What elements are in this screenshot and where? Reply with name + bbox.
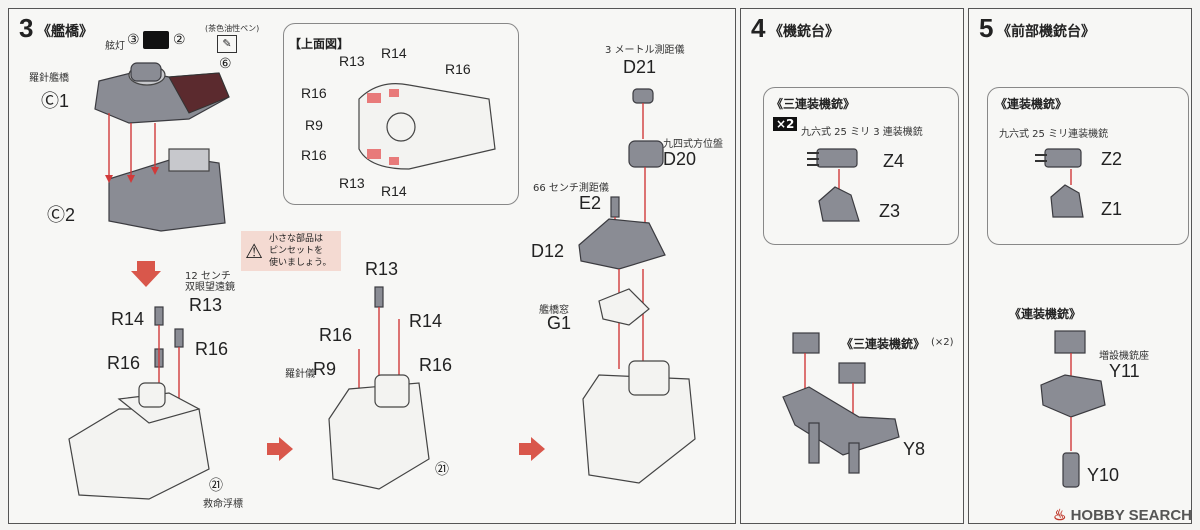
step3-number: 3: [19, 13, 34, 43]
bridge-top-part-illustration: [94, 62, 230, 232]
label-c3: ③: [127, 31, 140, 47]
label-rangefinder3: 3 メートル測距儀: [605, 45, 685, 56]
caution-text: 小さな部品は ピンセットを 使いましょう。: [269, 234, 332, 268]
top-r16a: R16: [445, 61, 471, 77]
step5-box-title: 《連装機銃》: [995, 97, 1068, 111]
mid-r13: R13: [189, 295, 223, 315]
label-z3: Z3: [879, 201, 901, 221]
step4-number: 4: [751, 13, 766, 43]
label-c6: ⑥: [219, 55, 232, 71]
gun-platform-illustration: [782, 332, 900, 474]
right-arrow-icon-2: [519, 437, 545, 461]
label-z4: Z4: [883, 151, 905, 171]
label-c1: Ⓒ1: [41, 91, 70, 111]
twin-gun-illustration: [1035, 148, 1084, 218]
mid-r16b: R16: [107, 353, 141, 373]
top-r13a: R13: [339, 53, 365, 69]
label-z1: Z1: [1101, 199, 1123, 219]
label-y10: Y10: [1087, 465, 1120, 485]
step3-title: 《艦橋》: [37, 24, 93, 40]
top-r9: R9: [305, 117, 323, 133]
pen-icon: ✎: [217, 35, 237, 53]
color-swatch-icon: [143, 31, 169, 49]
step5-bottom-label: 《連装機銃》: [1009, 307, 1082, 321]
label-e2: E2: [579, 193, 602, 213]
mid-r14: R14: [111, 309, 145, 329]
label-d12: D12: [531, 241, 565, 261]
top-r14a: R14: [381, 45, 407, 61]
step3-panel: 3 《艦橋》 舷灯 ③ ② (茶色油性ペン) ✎ ⑥ 羅針艦橋 Ⓒ1 Ⓒ2 【上…: [8, 8, 736, 524]
step4-panel: 4 《機銃台》 《三連装機銃》 ×2 九六式 25 ミリ 3 連装機銃 Z4 Z…: [740, 8, 964, 524]
step5-gun-box: [987, 87, 1189, 245]
label-rashingi: 羅針儀: [285, 369, 315, 380]
mr-c21: ㉑: [435, 461, 449, 477]
right-arrow-icon-1: [267, 437, 293, 461]
down-arrow-icon: [131, 261, 161, 287]
step4-box-title: 《三連装機銃》: [771, 97, 856, 111]
triple-gun-illustration: [807, 148, 860, 222]
label-y8: Y8: [903, 439, 926, 459]
bridge-base-middle-illustration: [328, 286, 430, 490]
caution-note: ⚠ 小さな部品は ピンセットを 使いましょう。: [241, 231, 341, 271]
label-rashin: 羅針艦橋: [29, 73, 69, 84]
front-gun-mount-illustration: [1040, 330, 1106, 488]
mid-c21: ㉑: [209, 477, 223, 493]
x2-badge: ×2: [773, 117, 798, 131]
mr-r9: R9: [313, 359, 337, 379]
watermark-logo: ♨ HOBBY SEARCH: [1053, 506, 1192, 524]
bridge-base-left-illustration: [68, 306, 210, 500]
step5-number: 5: [979, 13, 994, 43]
bridge-base-right-illustration: [578, 88, 696, 484]
step5-mount-desc: 増設機銃座: [1099, 351, 1149, 362]
label-kyumei: 救命浮標: [203, 499, 243, 510]
mr-r13: R13: [365, 259, 399, 279]
label-pen: (茶色油性ペン): [205, 24, 260, 33]
top-r16c: R16: [301, 147, 327, 163]
step4-bottom-mult: (×2): [931, 337, 954, 348]
step4-bottom-label: 《三連装機銃》: [841, 337, 926, 351]
top-view-title: 【上面図】: [289, 37, 350, 51]
top-view-illustration: [358, 83, 496, 170]
label-g1: G1: [547, 313, 572, 333]
step4-gun-desc: 九六式 25 ミリ 3 連装機銃: [801, 127, 923, 138]
watermark-text: HOBBY SEARCH: [1070, 507, 1192, 524]
warning-icon: ⚠: [245, 239, 263, 263]
label-d20: D20: [663, 149, 697, 169]
top-r16b: R16: [301, 85, 327, 101]
step4-gun-box: [763, 87, 959, 245]
top-r14b: R14: [381, 183, 407, 199]
label-window: 艦橋窓: [539, 305, 569, 316]
label-binocular: 12 センチ 双眼望遠鏡: [185, 271, 235, 293]
label-rangefinder66: 66 センチ測距儀: [533, 183, 609, 194]
step5-panel: 5 《前部機銃台》 《連装機銃》 九六式 25 ミリ連装機銃 Z2 Z1 《連装…: [968, 8, 1192, 524]
label-z2: Z2: [1101, 149, 1123, 169]
step5-gun-desc: 九六式 25 ミリ連装機銃: [999, 129, 1109, 140]
mid-r16a: R16: [195, 339, 229, 359]
flame-icon: ♨: [1052, 507, 1071, 524]
mr-r16b: R16: [419, 355, 453, 375]
mr-r16a: R16: [319, 325, 353, 345]
label-cc2: Ⓒ2: [47, 205, 76, 225]
label-c2: ②: [173, 31, 186, 47]
step4-title: 《機銃台》: [769, 24, 839, 40]
label-y11: Y11: [1109, 361, 1140, 381]
label-houibann: 九四式方位盤: [663, 139, 723, 150]
step5-title: 《前部機銃台》: [997, 24, 1095, 40]
label-kanto: 舷灯: [105, 41, 125, 52]
label-d21: D21: [623, 57, 657, 77]
mr-r14: R14: [409, 311, 443, 331]
top-r13b: R13: [339, 175, 365, 191]
